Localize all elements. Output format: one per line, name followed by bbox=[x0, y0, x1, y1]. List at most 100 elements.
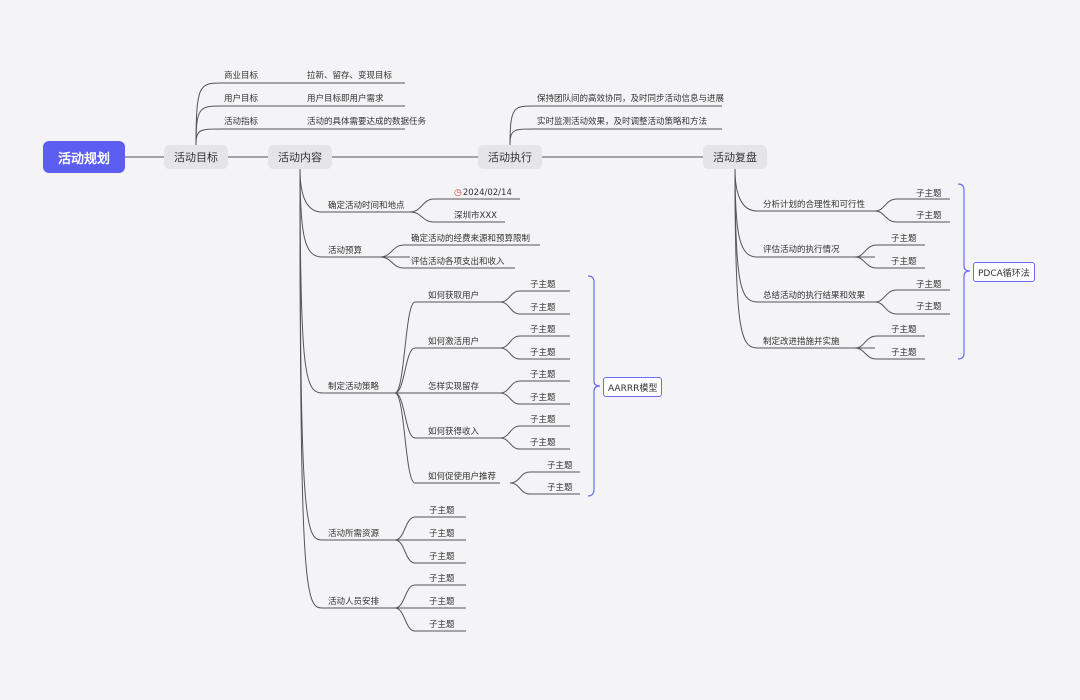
exec-item-monitoring[interactable]: 实时监测活动效果，及时调整活动策略和方法 bbox=[537, 117, 708, 127]
strategy-subtopic[interactable]: 子主题 bbox=[530, 303, 556, 313]
connector-line bbox=[394, 539, 466, 564]
content-date-value: 2024/02/14 bbox=[462, 188, 512, 198]
review-analyze-plan[interactable]: 分析计划的合理性和可行性 bbox=[763, 200, 866, 210]
goal-item-metric[interactable]: 活动指标 bbox=[224, 117, 259, 127]
budget-source[interactable]: 确定活动的经费来源和预算限制 bbox=[411, 234, 531, 244]
content-city[interactable]: 深圳市XXX bbox=[454, 211, 497, 221]
review-subtopic[interactable]: 子主题 bbox=[891, 348, 917, 358]
topic-activity-execution[interactable]: 活动执行 bbox=[478, 145, 542, 169]
connector-line bbox=[379, 244, 540, 258]
connector-line bbox=[499, 335, 570, 349]
connector-line bbox=[499, 290, 570, 303]
review-subtopic[interactable]: 子主题 bbox=[891, 234, 917, 244]
connector-line bbox=[509, 105, 722, 146]
connector-line bbox=[299, 168, 410, 258]
strategy-subtopic[interactable]: 子主题 bbox=[530, 280, 556, 290]
clock-icon: ◷ bbox=[454, 188, 462, 198]
review-subtopic[interactable]: 子主题 bbox=[916, 280, 942, 290]
staff-subtopic[interactable]: 子主题 bbox=[429, 597, 455, 607]
content-date[interactable]: ◷2024/02/14 bbox=[454, 187, 512, 199]
connector-line bbox=[195, 105, 300, 146]
goal-item-metric-desc[interactable]: 活动的具体需要达成的数据任务 bbox=[307, 117, 427, 127]
content-strategy[interactable]: 制定活动策略 bbox=[328, 382, 380, 392]
topic-activity-content[interactable]: 活动内容 bbox=[268, 145, 332, 169]
connector-line bbox=[854, 335, 925, 349]
connector-line bbox=[299, 168, 410, 609]
summary-aarrr-model[interactable]: AARRR模型 bbox=[603, 377, 663, 397]
connector-line bbox=[394, 607, 466, 632]
strategy-revenue[interactable]: 如何获得收入 bbox=[428, 427, 480, 437]
strategy-subtopic[interactable]: 子主题 bbox=[530, 415, 556, 425]
connector-line bbox=[394, 516, 466, 541]
review-summarize-results[interactable]: 总结活动的执行结果和效果 bbox=[763, 291, 866, 301]
connector-line bbox=[499, 425, 570, 439]
connector-line bbox=[499, 347, 570, 360]
strategy-subtopic[interactable]: 子主题 bbox=[530, 370, 556, 380]
strategy-subtopic[interactable]: 子主题 bbox=[530, 438, 556, 448]
root-topic[interactable]: 活动规划 bbox=[43, 141, 125, 173]
connector-line bbox=[299, 168, 410, 541]
connector-line bbox=[509, 128, 722, 146]
review-subtopic[interactable]: 子主题 bbox=[916, 302, 942, 312]
connector-line bbox=[854, 244, 925, 258]
connector-line bbox=[394, 301, 500, 394]
review-subtopic[interactable]: 子主题 bbox=[916, 211, 942, 221]
content-staff[interactable]: 活动人员安排 bbox=[328, 597, 380, 607]
connector-line bbox=[874, 198, 950, 212]
staff-subtopic[interactable]: 子主题 bbox=[429, 620, 455, 630]
strategy-retention[interactable]: 怎样实现留存 bbox=[428, 382, 480, 392]
resources-subtopic[interactable]: 子主题 bbox=[429, 552, 455, 562]
resources-subtopic[interactable]: 子主题 bbox=[429, 529, 455, 539]
connector-line bbox=[874, 301, 950, 315]
review-evaluate-execution[interactable]: 评估活动的执行情况 bbox=[763, 245, 840, 255]
review-subtopic[interactable]: 子主题 bbox=[891, 325, 917, 335]
strategy-acquisition[interactable]: 如何获取用户 bbox=[428, 291, 480, 301]
review-subtopic[interactable]: 子主题 bbox=[916, 189, 942, 199]
connector-line bbox=[957, 183, 971, 360]
connector-line bbox=[587, 275, 601, 497]
review-improve-measures[interactable]: 制定改进措施并实施 bbox=[763, 337, 840, 347]
strategy-referral[interactable]: 如何促使用户推荐 bbox=[428, 472, 497, 482]
topic-activity-review[interactable]: 活动复盘 bbox=[703, 145, 767, 169]
connector-line bbox=[195, 128, 300, 146]
content-time-place[interactable]: 确定活动时间和地点 bbox=[328, 201, 405, 211]
strategy-subtopic[interactable]: 子主题 bbox=[547, 461, 573, 471]
connector-line bbox=[854, 347, 925, 360]
goal-item-user[interactable]: 用户目标 bbox=[224, 94, 259, 104]
topic-activity-goal[interactable]: 活动目标 bbox=[164, 145, 228, 169]
connector-line bbox=[874, 210, 950, 223]
review-subtopic[interactable]: 子主题 bbox=[891, 257, 917, 267]
connector-line bbox=[509, 471, 580, 484]
budget-evaluate[interactable]: 评估活动各项支出和收入 bbox=[411, 257, 505, 267]
resources-subtopic[interactable]: 子主题 bbox=[429, 506, 455, 516]
goal-item-user-desc[interactable]: 用户目标即用户需求 bbox=[307, 94, 384, 104]
summary-pdca-cycle[interactable]: PDCA循环法 bbox=[973, 262, 1035, 282]
goal-item-business[interactable]: 商业目标 bbox=[224, 71, 259, 81]
connector-line bbox=[379, 256, 515, 269]
connector-line bbox=[195, 82, 300, 146]
connector-line bbox=[409, 198, 520, 213]
content-budget[interactable]: 活动预算 bbox=[328, 246, 363, 256]
connector-line bbox=[874, 289, 950, 303]
connector-line bbox=[734, 168, 875, 303]
strategy-subtopic[interactable]: 子主题 bbox=[547, 483, 573, 493]
connector-line bbox=[499, 301, 570, 315]
connector-line bbox=[394, 392, 500, 484]
strategy-subtopic[interactable]: 子主题 bbox=[530, 348, 556, 358]
connector-line bbox=[499, 437, 570, 450]
content-resources[interactable]: 活动所需资源 bbox=[328, 529, 380, 539]
exec-item-collaboration[interactable]: 保持团队间的高效协同，及时同步活动信息与进展 bbox=[537, 94, 725, 104]
connector-line bbox=[499, 392, 570, 405]
strategy-activation[interactable]: 如何激活用户 bbox=[428, 337, 480, 347]
connector-line bbox=[394, 584, 466, 609]
connector-line bbox=[409, 211, 505, 223]
strategy-subtopic[interactable]: 子主题 bbox=[530, 325, 556, 335]
connector-line bbox=[394, 347, 500, 394]
strategy-subtopic[interactable]: 子主题 bbox=[530, 393, 556, 403]
goal-item-business-desc[interactable]: 拉新、留存、变现目标 bbox=[307, 71, 393, 81]
connector-line bbox=[499, 380, 570, 394]
connector-line bbox=[854, 256, 925, 269]
staff-subtopic[interactable]: 子主题 bbox=[429, 574, 455, 584]
connector-line bbox=[734, 168, 875, 349]
